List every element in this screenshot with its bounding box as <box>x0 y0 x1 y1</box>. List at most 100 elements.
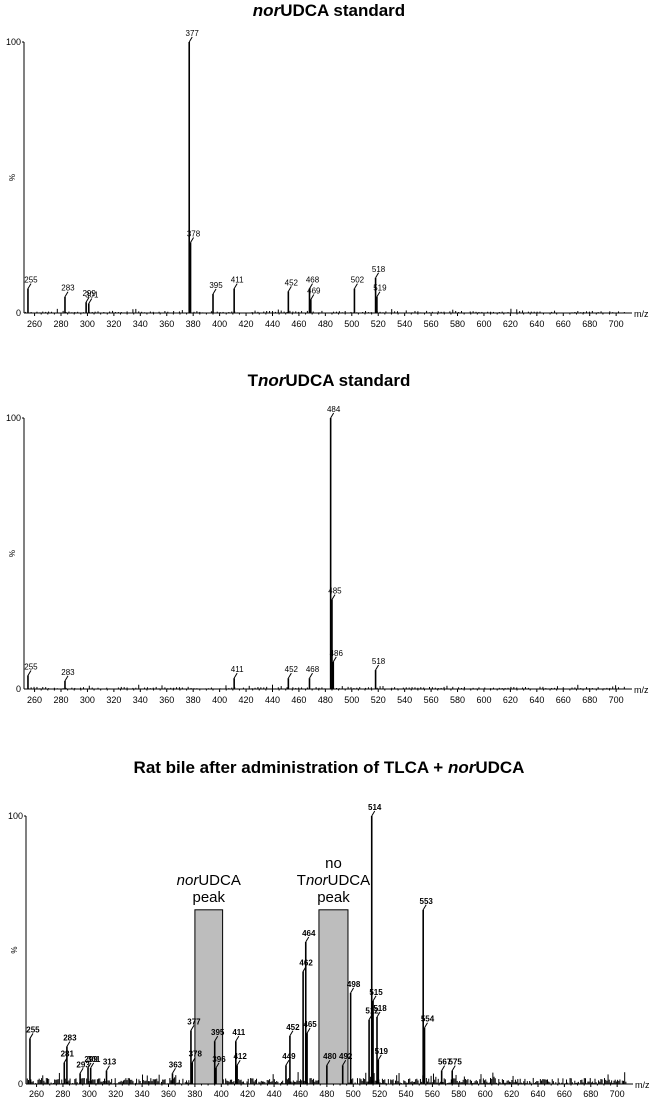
x-tick-label: 640 <box>530 1089 545 1099</box>
peak-leader <box>422 904 427 911</box>
peak-label: 313 <box>103 1058 117 1067</box>
peak-label: 452 <box>285 278 299 287</box>
peak-label: 567 <box>438 1058 452 1067</box>
peak-leader <box>309 672 313 679</box>
peak-label: 283 <box>61 284 75 293</box>
peak-leader <box>29 1033 34 1039</box>
box-label-segment: nor <box>306 872 329 889</box>
x-tick-label: 540 <box>397 319 412 329</box>
peak-leader <box>235 1035 240 1042</box>
peak-leader <box>372 995 377 1002</box>
peak-label: 502 <box>351 276 365 285</box>
x-tick-label: 420 <box>239 319 254 329</box>
x-tick-label: 460 <box>293 1089 308 1099</box>
peak-leader <box>354 283 358 289</box>
peak-label: 498 <box>347 980 361 989</box>
peak-leader <box>64 675 69 682</box>
title-segment: UDCA standard <box>280 1 405 20</box>
peak-label: 299 <box>84 1055 98 1064</box>
peak-leader <box>215 1062 220 1069</box>
peak-leader <box>371 810 376 817</box>
x-tick-label: 320 <box>106 695 121 705</box>
x-tick-label: 380 <box>186 319 201 329</box>
peak-leader <box>287 286 292 292</box>
box-label-segment: nor <box>177 872 200 889</box>
peak-label: 518 <box>373 1004 387 1013</box>
peak-leader <box>214 1035 219 1042</box>
peak-label: 465 <box>303 1020 317 1029</box>
peak-leader <box>376 291 381 297</box>
peak-label: 464 <box>302 929 316 938</box>
title-segment: UDCA <box>475 758 524 777</box>
peak-leader <box>233 283 238 289</box>
peak-leader <box>441 1065 446 1071</box>
peak-leader <box>27 670 32 676</box>
x-tick-label: 660 <box>557 1089 572 1099</box>
peak-leader <box>212 288 217 295</box>
title-segment: nor <box>253 1 282 20</box>
x-tick-label: 440 <box>265 695 280 705</box>
peak-leader <box>172 1068 176 1074</box>
peak-leader <box>377 1054 382 1061</box>
peak-leader <box>27 283 32 289</box>
title-segment: T <box>248 371 259 390</box>
peak-label: 519 <box>373 284 387 293</box>
peak-label: 411 <box>232 1028 245 1037</box>
x-tick-label: 400 <box>212 319 227 329</box>
peak-leader <box>332 656 337 663</box>
peak-leader <box>331 594 336 600</box>
peak-label: 519 <box>375 1047 389 1056</box>
x-tick-label: 280 <box>53 319 68 329</box>
x-tick-label: 420 <box>240 1089 255 1099</box>
x-tick-label: 340 <box>133 319 148 329</box>
y-axis-label: % <box>8 550 17 557</box>
peak-label: 395 <box>209 281 223 290</box>
peak-leader <box>330 412 335 419</box>
peak-label: 255 <box>24 662 38 671</box>
x-tick-label: 420 <box>239 695 254 705</box>
x-tick-label: 700 <box>609 695 624 705</box>
x-tick-label: 400 <box>212 695 227 705</box>
peak-leader <box>310 294 315 300</box>
peak-leader <box>87 1062 92 1069</box>
peak-leader <box>190 237 194 243</box>
peak-label: 377 <box>186 29 200 38</box>
x-tick-label: 580 <box>451 1089 466 1099</box>
x-tick-label: 260 <box>29 1089 44 1099</box>
box-label-segment: UDCA <box>198 872 241 889</box>
peak-label: 484 <box>327 405 341 414</box>
x-tick-label: 560 <box>424 695 439 705</box>
x-tick-label: 340 <box>133 695 148 705</box>
x-tick-label: 440 <box>265 319 280 329</box>
x-tick-label: 320 <box>106 319 121 329</box>
x-tick-label: 500 <box>346 1089 361 1099</box>
peak-leader <box>90 1062 95 1069</box>
x-tick-label: 660 <box>556 695 571 705</box>
x-tick-label: 520 <box>371 695 386 705</box>
box-label: no <box>325 855 342 872</box>
x-tick-label: 300 <box>80 695 95 705</box>
peak-label: 411 <box>231 276 244 285</box>
x-tick-label: 460 <box>291 319 306 329</box>
y-tick-label: 0 <box>18 1079 23 1089</box>
peak-label: 554 <box>421 1015 435 1024</box>
x-tick-label: 340 <box>135 1089 150 1099</box>
chart-title: TnorUDCA standard <box>248 371 411 390</box>
box-label-segment: no <box>325 855 342 872</box>
peak-label: 377 <box>187 1017 201 1026</box>
peak-label: 469 <box>307 286 321 295</box>
x-tick-label: 620 <box>503 319 518 329</box>
peak-label: 378 <box>189 1050 203 1059</box>
peak-leader <box>64 291 69 297</box>
x-tick-label: 500 <box>344 319 359 329</box>
x-axis-label: m/z <box>635 1080 650 1090</box>
spectrum-panel-3: Rat bile after administration of TLCA + … <box>8 758 650 1099</box>
peak-leader <box>287 672 292 679</box>
x-tick-label: 360 <box>161 1089 176 1099</box>
peak-leader <box>233 672 238 679</box>
x-axis-label: m/z <box>634 309 649 319</box>
x-tick-label: 680 <box>583 1089 598 1099</box>
x-tick-label: 680 <box>582 319 597 329</box>
peak-label: 255 <box>26 1025 40 1034</box>
